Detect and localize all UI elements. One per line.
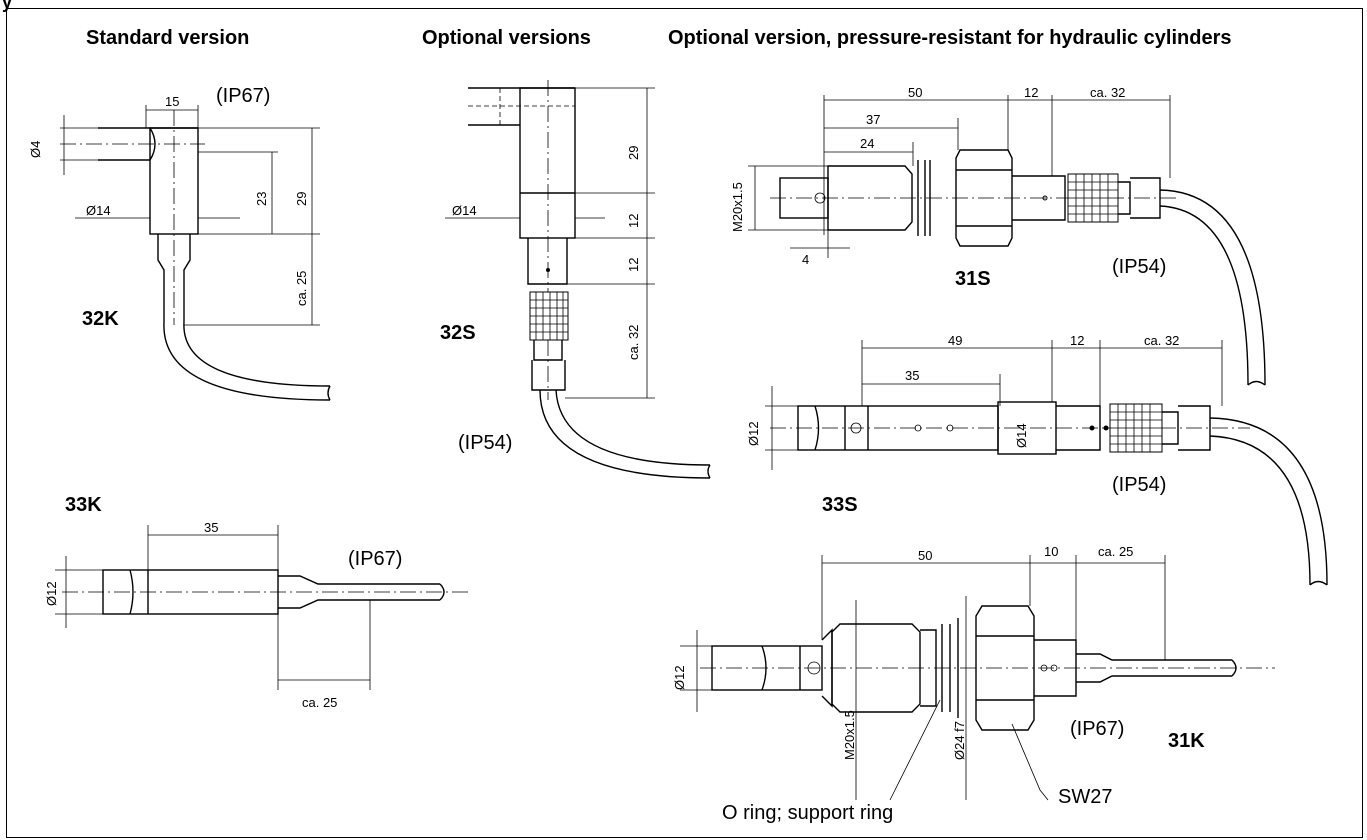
dim-32k-29: 29: [294, 191, 309, 206]
dim-31k-d24: Ø24 f7: [952, 720, 967, 760]
dim-33s-d12: Ø12: [746, 421, 761, 446]
callout-sw27: SW27: [1058, 786, 1113, 808]
dim-31s-4: 4: [802, 252, 810, 267]
dim-32k-d4: Ø4: [28, 140, 43, 158]
dim-32k-23: 23: [254, 191, 269, 206]
sensor-33s-drawing: [765, 340, 1328, 586]
model-33s: 33S: [822, 494, 858, 516]
dim-31k-50: 50: [918, 548, 933, 563]
sensor-31s-drawing: [748, 95, 1266, 386]
dim-31s-37: 37: [866, 112, 881, 127]
sensor-32k-drawing: [60, 105, 331, 401]
dim-31k-d12: Ø12: [672, 665, 687, 690]
rating-31k: (IP67): [1070, 718, 1125, 740]
dim-32k-d14: Ø14: [86, 203, 111, 218]
model-32s: 32S: [440, 322, 476, 344]
callout-oring-support-ring: O ring; support ring: [722, 802, 894, 824]
sensor-31k-drawing: [680, 555, 1275, 801]
dim-31s-12: 12: [1024, 85, 1039, 100]
dim-33s-49: 49: [948, 333, 963, 348]
header-standard-version: Standard version: [86, 27, 250, 49]
dim-31s-m20: M20x1.5: [730, 182, 745, 232]
drawing-frame: [6, 8, 1363, 838]
dim-32s-12a: 12: [626, 213, 641, 228]
dim-32s-d14: Ø14: [452, 203, 477, 218]
dim-33s-35: 35: [905, 368, 920, 383]
rating-32k: (IP67): [216, 85, 271, 107]
header-pressure-resistant: Optional version, pressure-resistant for…: [668, 27, 1232, 49]
model-33k: 33K: [65, 494, 102, 516]
rating-32s: (IP54): [458, 432, 513, 454]
top-stub-text: y: [2, 0, 13, 12]
dim-32s-12b: 12: [626, 257, 641, 272]
model-31k: 31K: [1168, 730, 1205, 752]
dim-33k-35: 35: [204, 520, 219, 535]
rating-33k: (IP67): [348, 548, 403, 570]
dim-33s-12: 12: [1070, 333, 1085, 348]
dim-33s-ca32: ca. 32: [1144, 333, 1180, 348]
dim-31s-50: 50: [908, 85, 923, 100]
model-32k: 32K: [82, 308, 119, 330]
dim-33k-d12: Ø12: [44, 581, 59, 606]
dim-32s-29: 29: [626, 145, 641, 160]
header-optional-versions: Optional versions: [422, 27, 591, 49]
rating-33s: (IP54): [1112, 474, 1167, 496]
rating-31s: (IP54): [1112, 256, 1167, 278]
sensor-32s-drawing: [445, 80, 711, 479]
dim-32k-ca25: ca. 25: [294, 270, 309, 306]
dim-31k-ca25: ca. 25: [1098, 544, 1134, 559]
dim-32s-ca32: ca. 32: [626, 324, 641, 360]
sensor-33k-drawing: [55, 525, 470, 690]
dim-33k-ca25: ca. 25: [302, 695, 338, 710]
model-31s: 31S: [955, 268, 991, 290]
dim-31k-m20: M20x1.5: [842, 710, 857, 760]
dim-31s-ca32: ca. 32: [1090, 85, 1126, 100]
dim-31k-10: 10: [1044, 544, 1059, 559]
dim-31s-24: 24: [860, 136, 875, 151]
dim-32k-15: 15: [165, 94, 180, 109]
dim-33s-d14: Ø14: [1014, 423, 1029, 448]
